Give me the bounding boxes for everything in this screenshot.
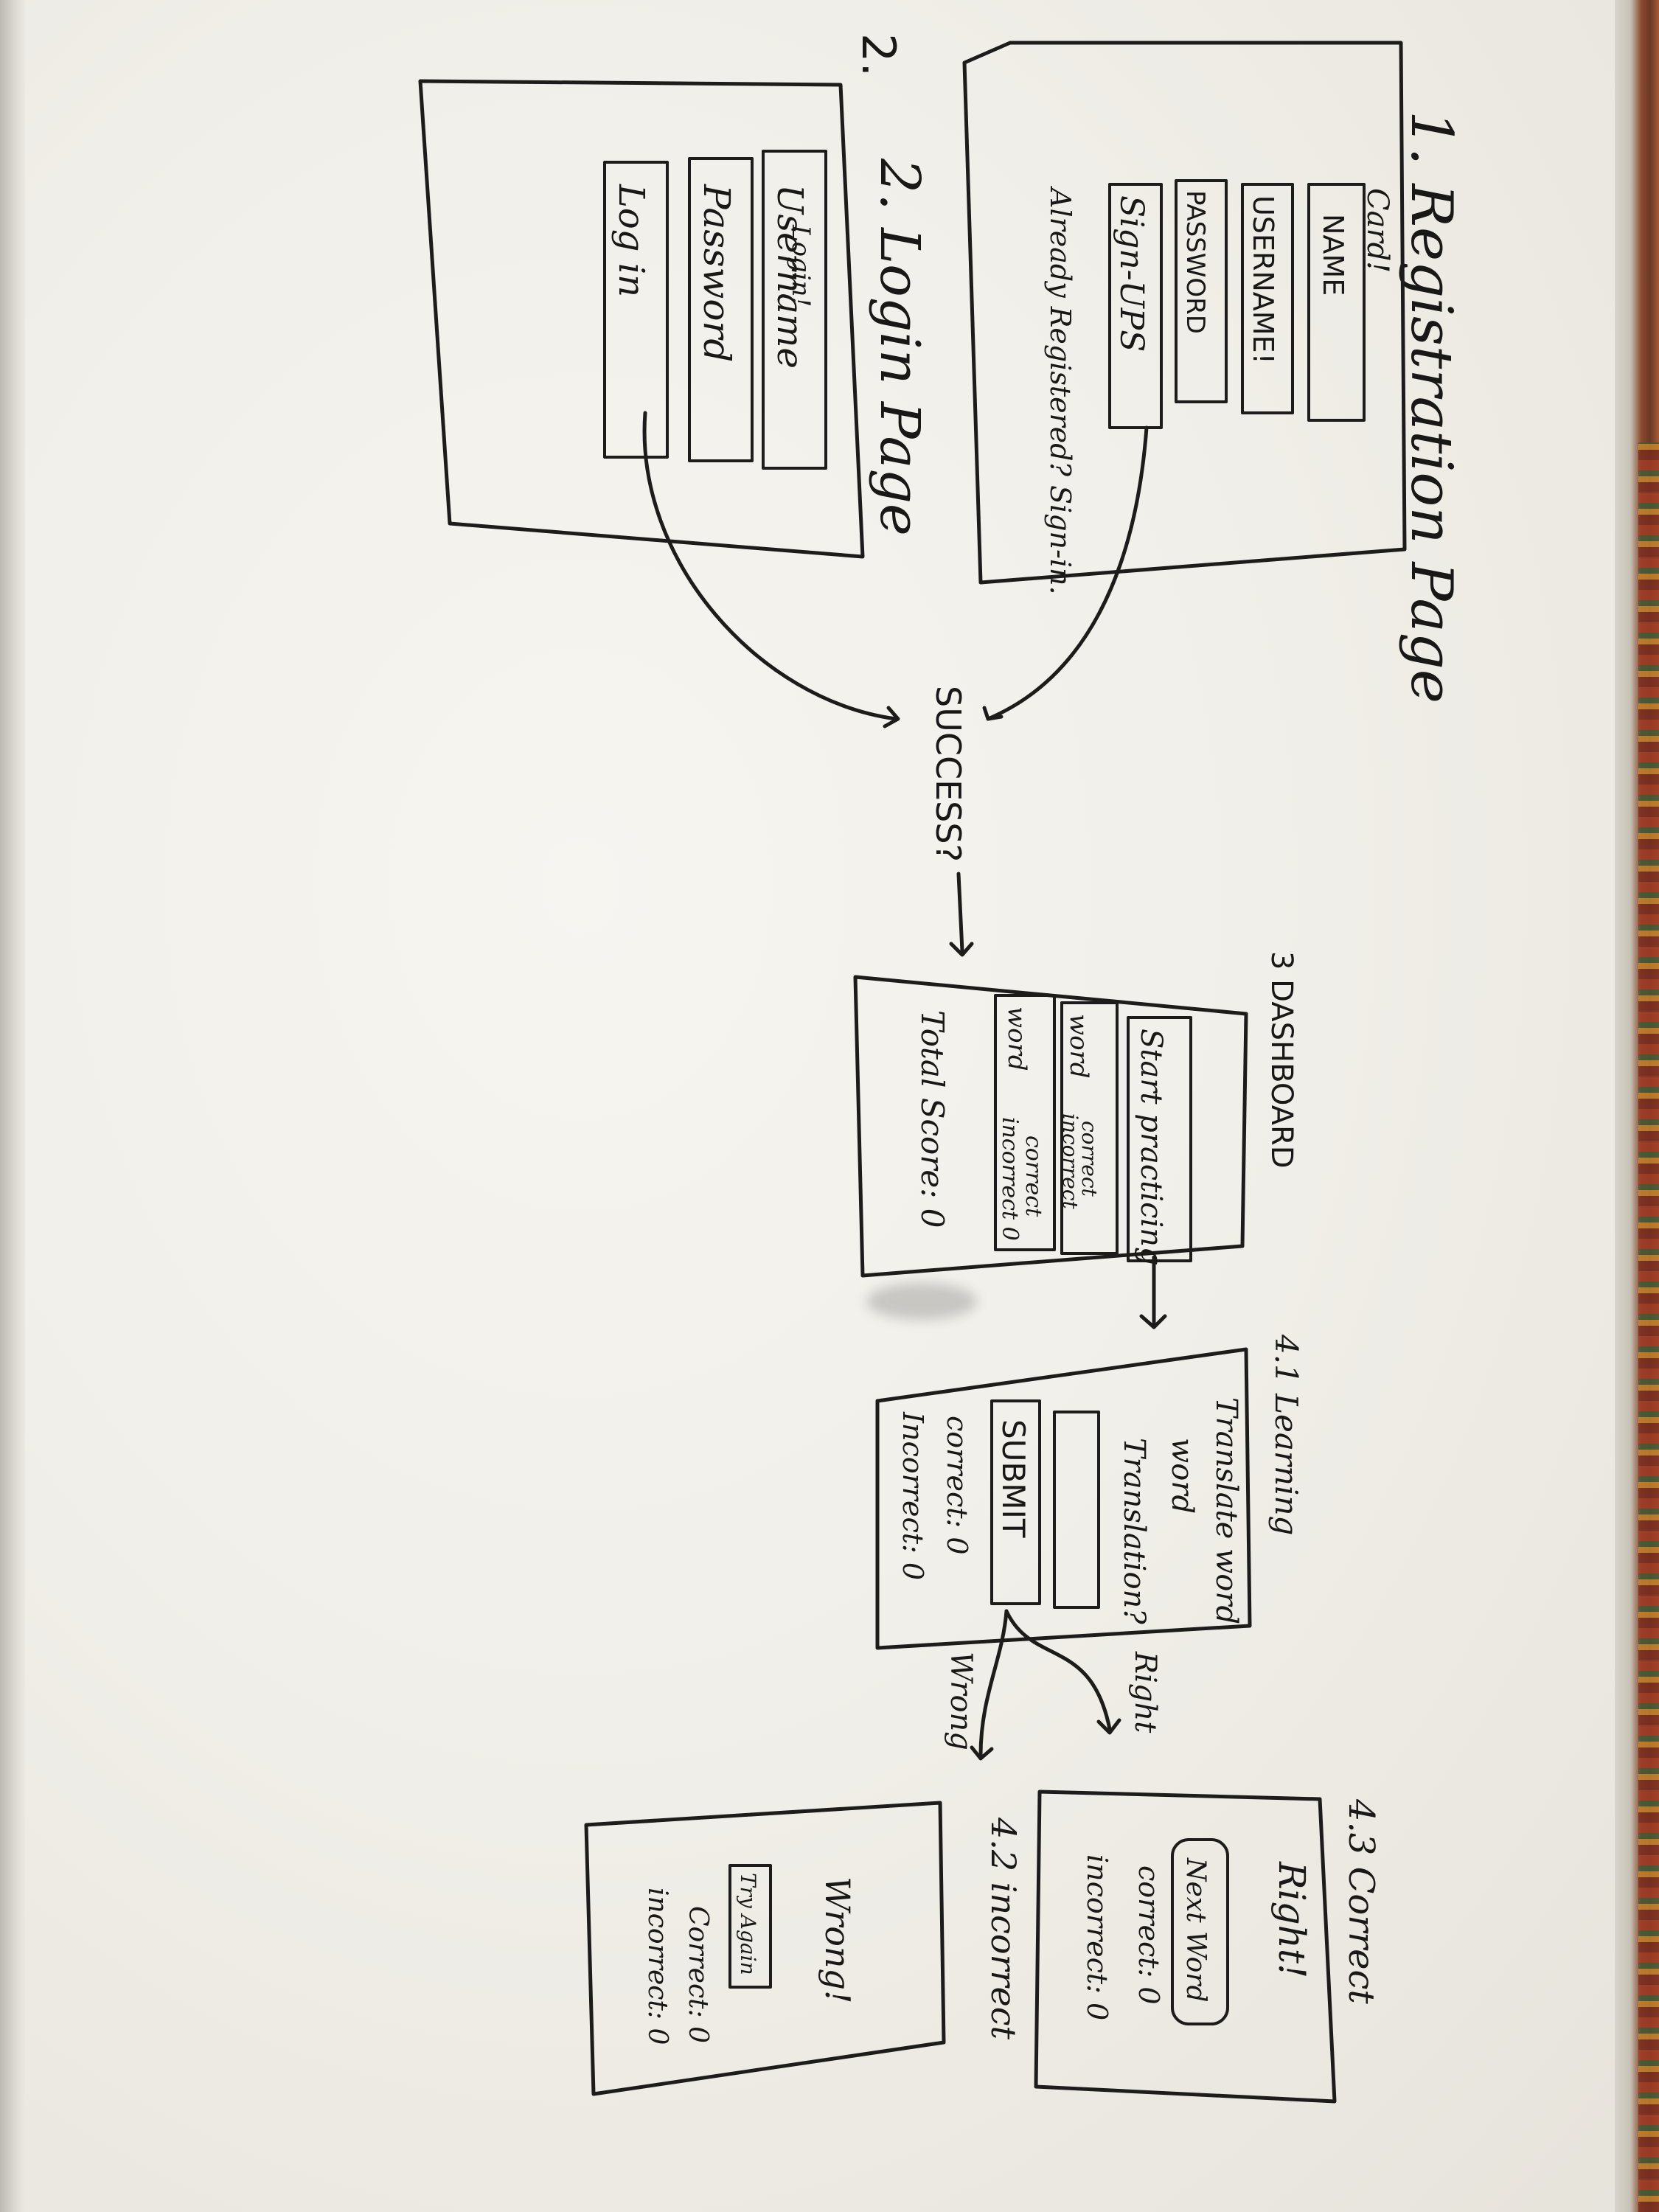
dashboard-section: 3 DASHBOARD Start practicing word correc… <box>853 951 1298 1329</box>
login-card-title: Login! <box>786 224 815 307</box>
learning-question: Translation? <box>1117 1438 1151 1624</box>
incorrect-card <box>584 1801 946 2096</box>
login-username-label: Username <box>769 184 810 369</box>
signup-arrowhead <box>982 706 1004 721</box>
learning-prompt: Translate word <box>1209 1397 1243 1624</box>
word-row-1-correct: correct <box>1077 1121 1102 1197</box>
signin-link[interactable]: Already Registered? Sign-in. <box>1044 186 1077 595</box>
total-score: Total Score: 0 <box>914 1010 950 1228</box>
word-row-2-word: word <box>1002 1006 1032 1071</box>
incorrect-heading: 4.2 incorrect <box>984 1817 1023 2040</box>
dashboard-heading: 3 DASHBOARD <box>1265 951 1298 1169</box>
login-username-field[interactable] <box>762 150 827 470</box>
submit-button[interactable] <box>990 1399 1041 1605</box>
learning-word: word <box>1165 1438 1199 1514</box>
registration-password-field[interactable] <box>1175 179 1228 403</box>
signup-to-success-arrow <box>986 425 1149 721</box>
login-button-label: Log in <box>611 184 652 297</box>
try-again-label: Try Again <box>736 1873 760 1975</box>
registration-name-label: NAME <box>1317 214 1349 296</box>
start-practicing-label: Start practicing <box>1134 1029 1168 1266</box>
login-heading: 2. Login Page <box>868 158 931 536</box>
start-practicing-button[interactable] <box>1127 1016 1192 1262</box>
next-word-button[interactable] <box>1171 1838 1229 2025</box>
correct-page-incorrect-count: incorrect: 0 <box>1081 1854 1113 2020</box>
wrong-branch-label: Wrong <box>944 1652 978 1750</box>
signup-button-label: Sign-UPS <box>1113 195 1150 352</box>
next-word-label: Next Word <box>1180 1857 1211 2003</box>
word-row-1-word: word <box>1064 1014 1093 1079</box>
learning-section: 4.1 Learning Translate word word Transla… <box>875 1334 1304 1761</box>
right-arrowhead <box>1096 1718 1121 1735</box>
learning-card <box>875 1347 1252 1650</box>
login-password-label: Password <box>695 184 738 362</box>
registration-heading: 1. Registration Page <box>1398 111 1464 703</box>
right-branch-arrow <box>1004 1609 1112 1731</box>
correct-page-correct-count: correct: 0 <box>1133 1865 1165 2005</box>
success-to-dashboard-arrow <box>956 872 964 953</box>
word-row-2-correct: correct <box>1020 1135 1046 1217</box>
right-branch-label: Right <box>1128 1651 1162 1733</box>
correct-section: 4.3 Correct Right! Next Word correct: 0 … <box>1034 1790 1382 2104</box>
dashboard-card <box>853 975 1248 1278</box>
try-again-button[interactable] <box>728 1864 772 1989</box>
learning-incorrect-count: Incorrect: 0 <box>897 1411 929 1580</box>
registration-username-field[interactable] <box>1241 183 1294 414</box>
incorrect-page-incorrect-count: incorrect: 0 <box>642 1888 672 2045</box>
login-card <box>418 79 865 559</box>
registration-password-label: PASSWORD <box>1180 190 1210 334</box>
correct-heading: 4.3 Correct <box>1340 1798 1382 2004</box>
login-arrowhead <box>883 706 900 728</box>
incorrect-section: 4.2 incorrect Wrong! Try Again Correct: … <box>584 1801 1023 2096</box>
learning-heading: 4.1 Learning <box>1268 1334 1304 1535</box>
registration-name-field[interactable] <box>1307 183 1366 422</box>
translation-input[interactable] <box>1053 1411 1100 1609</box>
registration-username-label: USERNAME! <box>1247 195 1279 364</box>
incorrect-page-correct-count: Correct: 0 <box>683 1906 713 2043</box>
registration-card-title: Card! <box>1360 188 1394 273</box>
login-section-number: 2. <box>852 33 905 77</box>
word-row-1-incorrect: incorrect <box>1058 1113 1082 1210</box>
eraser-smudge <box>866 1283 977 1320</box>
login-section: 2. 2. Login Page Login! Username Passwor… <box>418 33 931 559</box>
login-to-success-arrow <box>642 411 898 721</box>
submit-button-label: SUBMIT <box>995 1419 1032 1538</box>
dashboard-arrowhead <box>1139 1314 1167 1329</box>
whiteboard-frame-left <box>0 0 25 2212</box>
flow-arrows: SUCCESS? <box>642 411 1149 957</box>
wrong-arrowhead <box>970 1745 994 1761</box>
correct-card <box>1034 1790 1337 2104</box>
correct-title: Right! <box>1270 1861 1313 1978</box>
success-arrowhead <box>949 942 974 957</box>
wrong-branch-arrow <box>978 1609 1009 1757</box>
word-row-1 <box>1060 1001 1119 1255</box>
signup-button[interactable] <box>1108 183 1163 429</box>
login-button[interactable] <box>603 161 669 459</box>
incorrect-title: Wrong! <box>818 1877 858 2003</box>
success-label: SUCCESS? <box>928 686 968 862</box>
carpet-edge <box>1638 442 1659 2212</box>
word-row-2 <box>994 994 1056 1251</box>
login-password-field[interactable] <box>688 157 754 462</box>
registration-card <box>962 41 1407 585</box>
learning-correct-count: correct: 0 <box>941 1416 973 1555</box>
registration-section: 1. Registration Page Card! NAME USERNAME… <box>962 41 1464 703</box>
word-row-2-incorrect: incorrect 0 <box>997 1117 1023 1241</box>
